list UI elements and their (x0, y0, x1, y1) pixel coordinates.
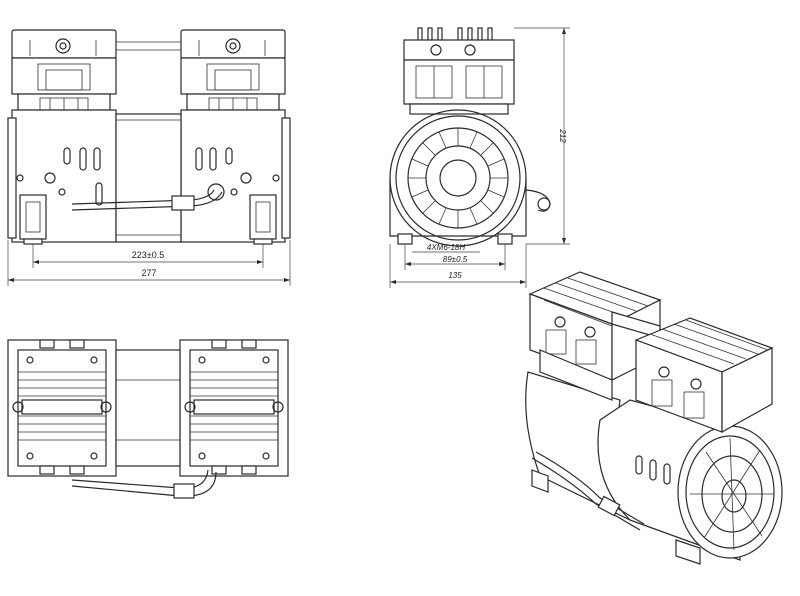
iso-cable (531, 451, 645, 531)
iso-front-motor (597, 399, 783, 565)
front-view: 223±0.5 277 (7, 29, 291, 286)
front-dimension-223: 223±0.5 (32, 244, 264, 268)
front-dimension-277: 277 (7, 240, 291, 286)
front-motor-body (7, 109, 291, 245)
iso-front-head (634, 317, 774, 434)
side-overall-width-label: 135 (448, 271, 462, 280)
side-head-fins (403, 27, 515, 115)
side-mount-spacing-label: 89±0.5 (443, 255, 468, 264)
front-center-distance-label: 223±0.5 (132, 250, 164, 260)
front-right-head (180, 29, 286, 111)
side-view: 212 4XM6-18H 89±0.5 135 (389, 27, 570, 288)
side-height-label: 212 (558, 128, 567, 143)
top-view (7, 339, 289, 499)
side-fan-housing (389, 109, 551, 247)
front-cable (71, 183, 225, 211)
isometric-view (525, 271, 783, 565)
top-left-block (7, 339, 117, 477)
side-dimension-bottom: 4XM6-18H 89±0.5 135 (389, 243, 527, 288)
top-right-block (179, 339, 289, 477)
front-overall-width-label: 277 (141, 268, 156, 278)
front-left-head (11, 29, 117, 111)
side-dimension-212: 212 (514, 27, 570, 245)
side-mount-holes-label: 4XM6-18H (427, 243, 465, 252)
top-cable (71, 469, 217, 499)
